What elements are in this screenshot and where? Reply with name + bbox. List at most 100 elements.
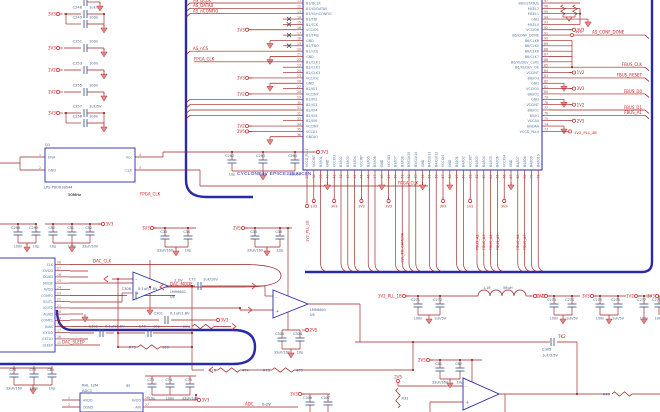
svg-text:63: 63	[482, 174, 486, 178]
svg-text:VCCIO6: VCCIO6	[526, 28, 539, 32]
svg-text:R76: R76	[209, 369, 217, 373]
svg-text:VCCD_PLL1: VCCD_PLL1	[305, 149, 309, 167]
svg-text:47k: 47k	[242, 369, 250, 373]
svg-text:C305: C305	[542, 348, 551, 352]
svg-text:C71: C71	[189, 278, 196, 282]
svg-text:B6/IO3: B6/IO3	[528, 76, 539, 80]
svg-text:37: 37	[305, 174, 309, 178]
svg-text:+: +	[465, 400, 469, 406]
svg-text:CLK: CLK	[125, 168, 132, 172]
svg-text:2V5: 2V5	[577, 118, 585, 123]
svg-text:100: 100	[162, 346, 170, 350]
svg-text:VCCA1: VCCA1	[306, 130, 318, 134]
svg-text:20: 20	[297, 47, 301, 51]
svg-text:1V2_PLL_1B: 1V2_PLL_1B	[305, 220, 309, 242]
svg-text:B2/CLK3: B2/CLK3	[306, 71, 320, 75]
svg-text:4: 4	[139, 153, 141, 157]
svg-text:C35: C35	[250, 230, 257, 234]
svg-text:73: 73	[544, 128, 548, 132]
svg-text:30: 30	[297, 101, 301, 105]
svg-text:GND: GND	[380, 159, 384, 167]
svg-text:C255: C255	[73, 84, 82, 88]
svg-text:66: 66	[502, 174, 506, 178]
junction-dots	[16, 12, 646, 397]
svg-text:C51: C51	[67, 226, 74, 230]
svg-text:IOUT2: IOUT2	[43, 306, 53, 310]
svg-text:B2/IO4: B2/IO4	[306, 108, 317, 112]
svg-text:B4/IO5: B4/IO5	[489, 156, 493, 167]
svg-text:100n: 100n	[550, 317, 559, 321]
svg-text:VCCIO1: VCCIO1	[306, 28, 319, 32]
svg-text:B6/CLK6: B6/CLK6	[525, 50, 539, 54]
svg-text:28: 28	[145, 396, 149, 400]
svg-text:CLK: CLK	[47, 263, 54, 267]
svg-text:VCCD_PLL4: VCCD_PLL4	[520, 130, 539, 134]
svg-text:B1/IO/nCONFIG: B1/IO/nCONFIG	[306, 12, 332, 16]
svg-text:25: 25	[57, 279, 61, 283]
svg-text:C49: C49	[139, 325, 147, 329]
svg-text:U6: U6	[170, 295, 175, 299]
svg-text:C248: C248	[73, 6, 83, 10]
svg-text:40: 40	[326, 174, 330, 178]
svg-text:B3/CLK15: B3/CLK15	[407, 152, 411, 167]
svg-text:77: 77	[544, 106, 548, 110]
svg-text:17: 17	[297, 31, 301, 35]
svg-text:1: 1	[68, 396, 70, 400]
svg-text:C34: C34	[183, 230, 190, 234]
dac-chip: 28CLK27DVDD26DGND25MODE24AVDD23COMP222IO…	[0, 257, 70, 353]
svg-text:32: 32	[297, 112, 301, 116]
svg-text:1uF/5V: 1uF/5V	[434, 317, 447, 321]
svg-text:14: 14	[297, 15, 301, 19]
svg-text:17: 17	[57, 329, 61, 333]
svg-text:B2/CLK2: B2/CLK2	[306, 66, 320, 70]
svg-text:FPGA_CLK: FPGA_CLK	[398, 181, 419, 186]
svg-text:3V3: 3V3	[385, 205, 392, 209]
svg-text:GNDA1: GNDA1	[306, 135, 318, 139]
svg-text:100n: 100n	[14, 245, 23, 249]
svg-text:B4/IO10: B4/IO10	[536, 154, 540, 167]
svg-text:B1/TCK: B1/TCK	[306, 23, 319, 27]
svg-text:1V2: 1V2	[536, 294, 544, 299]
svg-text:19: 19	[297, 42, 301, 46]
svg-text:B4/IO7: B4/IO7	[516, 156, 520, 167]
svg-text:21: 21	[57, 304, 61, 308]
svg-text:DGND: DGND	[83, 405, 94, 409]
svg-text:VCCIO3: VCCIO3	[332, 155, 336, 167]
svg-text:100n: 100n	[89, 115, 98, 119]
fpga-left-pins: 11B1/DCLKAS_DCLK12B1/IO/DATA0AS_DATA013B…	[185, 0, 332, 146]
svg-text:FPGA_CLK: FPGA_CLK	[140, 192, 161, 197]
svg-text:C275: C275	[593, 298, 602, 302]
no-connect-marks	[286, 16, 292, 49]
net-labels: DAC_CLKDAC_MODEDAC_SLEEPFPGA_CLKFPGA_CLK…	[62, 181, 566, 407]
svg-text:10p: 10p	[50, 245, 56, 249]
svg-text:GND: GND	[306, 82, 314, 86]
svg-text:C307: C307	[321, 396, 330, 400]
svg-text:FBUS_A4: FBUS_A4	[489, 234, 493, 250]
svg-text:54: 54	[421, 174, 425, 178]
svg-text:3V3: 3V3	[290, 392, 298, 397]
svg-text:3V3: 3V3	[321, 150, 329, 155]
svg-text:B2/IO5: B2/IO5	[306, 114, 317, 118]
svg-text:1V2: 1V2	[358, 205, 365, 209]
svg-text:29: 29	[297, 96, 301, 100]
svg-text:C262: C262	[225, 154, 234, 158]
svg-text:91: 91	[544, 31, 548, 35]
svg-text:FBUS_A6: FBUS_A6	[516, 234, 520, 250]
svg-text:B3/IO1: B3/IO1	[319, 156, 323, 167]
svg-text:-: -	[135, 278, 137, 283]
svg-text:1V2_PLL_1B: 1V2_PLL_1B	[378, 294, 402, 299]
svg-text:100n: 100n	[414, 317, 423, 321]
svg-text:10p: 10p	[297, 351, 303, 355]
ground-symbols	[23, 3, 648, 395]
svg-text:B6/CLK8: B6/CLK8	[525, 39, 539, 43]
svg-text:GND: GND	[531, 17, 539, 21]
svg-text:R40: R40	[603, 393, 611, 397]
svg-text:28: 28	[297, 90, 301, 94]
svg-text:C75: C75	[185, 378, 192, 382]
svg-text:C264: C264	[288, 154, 297, 158]
svg-text:76: 76	[544, 112, 548, 116]
svg-text:VCCIO3: VCCIO3	[387, 155, 391, 167]
svg-text:1V2_PLL_4B: 1V2_PLL_4B	[574, 130, 597, 135]
